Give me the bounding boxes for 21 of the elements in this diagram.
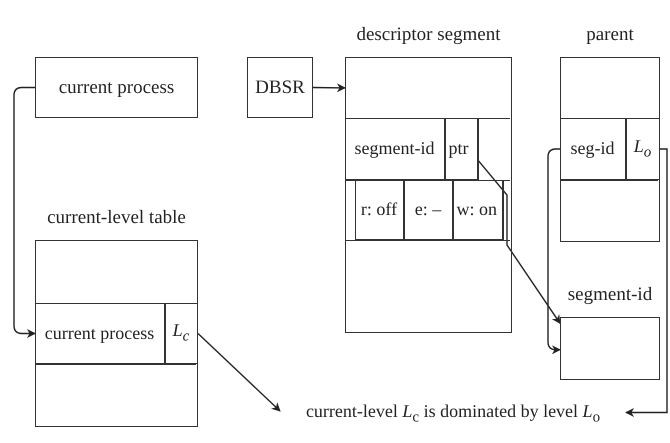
register-box: current process: [35, 57, 198, 118]
table-heading: segment-id: [566, 283, 654, 307]
table-heading: current-level table: [46, 206, 187, 230]
table-cell: current process: [34, 302, 164, 364]
table-cell: r: off: [354, 180, 404, 240]
register-box: DBSR: [247, 57, 313, 118]
note-text: current-level L$_{c}$ is dominated by level L$_{o}$: [280, 399, 626, 429]
arrow: [313, 83, 346, 92]
table-cell: seg-id: [560, 118, 626, 180]
table-cell: w: on: [452, 180, 502, 240]
table-cell: e: –: [404, 180, 452, 240]
table-cell: ptr: [444, 118, 478, 180]
table-heading: parent: [585, 23, 635, 47]
table-heading: descriptor segment: [355, 23, 502, 47]
arrow: [625, 148, 668, 417]
table-cell: L$_{c}$: [164, 302, 198, 364]
table-cell: L$_{o}$: [626, 118, 660, 180]
arrow: [477, 160, 561, 324]
arrow: [13, 86, 36, 338]
arrow: [198, 333, 281, 412]
table-cell: segment-id: [344, 118, 444, 180]
